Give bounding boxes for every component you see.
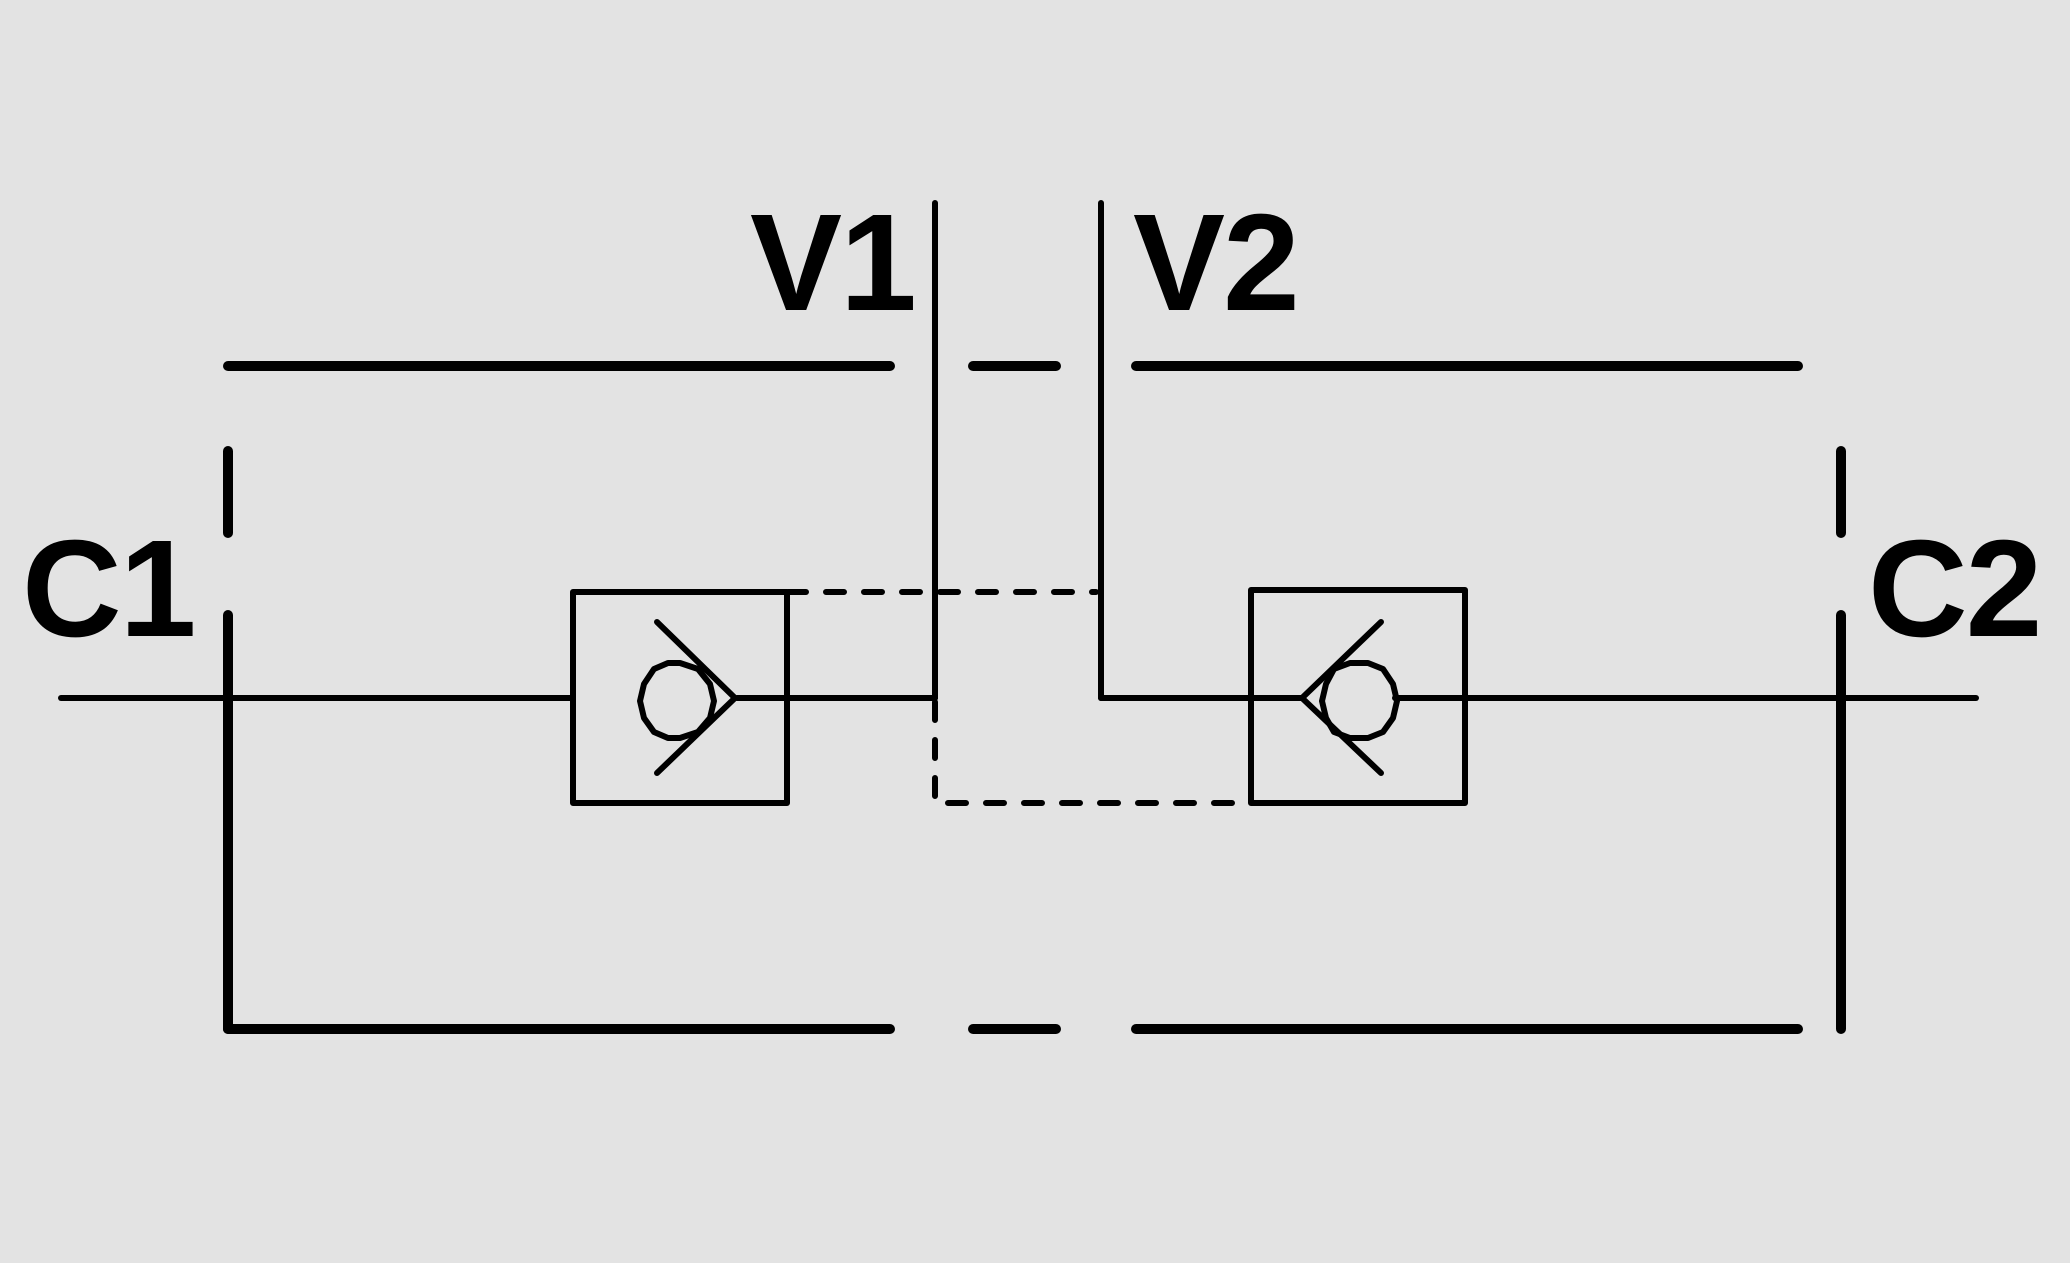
port-label-v2: V2 <box>1133 186 1298 340</box>
port-label-c2: C2 <box>1868 512 2040 666</box>
housing-outline <box>223 361 1846 1034</box>
check-valve-right <box>1248 587 1468 806</box>
port-label-c1: C1 <box>22 512 194 666</box>
port-label-v1: V1 <box>750 186 915 340</box>
pilot-lines <box>785 589 1245 806</box>
working-lines <box>58 200 1979 701</box>
check-valve-left <box>570 589 790 806</box>
